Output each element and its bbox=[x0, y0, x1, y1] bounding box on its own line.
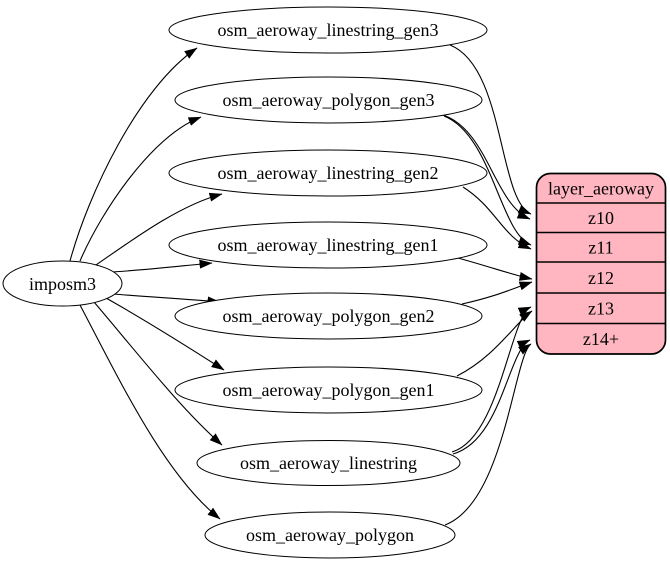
table-ellipse bbox=[174, 76, 483, 124]
edge-imposm3-to-osm_aeroway_linestring_gen3 bbox=[69, 47, 198, 262]
node-osm_aeroway_polygon_gen2: osm_aeroway_polygon_gen2 bbox=[174, 292, 483, 340]
imposm3-label: imposm3 bbox=[29, 274, 96, 294]
edge-osm_aeroway_polygon_gen2-to-z12 bbox=[461, 281, 533, 305]
imposm3-ellipse bbox=[2, 260, 123, 307]
edge-imposm3-to-osm_aeroway_polygon bbox=[79, 304, 221, 520]
node-osm_aeroway_linestring_gen2: osm_aeroway_linestring_gen2 bbox=[168, 149, 488, 197]
table-ellipse bbox=[174, 292, 483, 340]
edge-imposm3-to-osm_aeroway_linestring bbox=[93, 301, 223, 446]
edge-osm_aeroway_linestring_gen3-to-z10 bbox=[449, 44, 532, 215]
node-imposm3: imposm3 bbox=[2, 260, 123, 307]
edge-osm_aeroway_linestring_gen1-to-z12 bbox=[457, 257, 533, 281]
layer-aeroway-box bbox=[535, 172, 667, 355]
table-label: osm_aeroway_linestring_gen1 bbox=[218, 235, 439, 255]
layer-row-z12: z12 bbox=[588, 268, 614, 288]
edge-imposm3-to-osm_aeroway_linestring_gen2 bbox=[95, 192, 223, 266]
edge-osm_aeroway_linestring_gen2-to-z11 bbox=[462, 186, 532, 250]
table-ellipse bbox=[168, 149, 488, 197]
edge-imposm3-to-osm_aeroway_linestring_gen1 bbox=[111, 259, 213, 273]
edges-to-layer-aeroway bbox=[442, 44, 533, 526]
node-osm_aeroway_polygon: osm_aeroway_polygon bbox=[204, 511, 456, 559]
table-ellipse bbox=[174, 366, 483, 414]
table-label: osm_aeroway_polygon_gen3 bbox=[223, 90, 435, 110]
table-label: osm_aeroway_linestring_gen3 bbox=[218, 20, 439, 40]
layer-row-z10: z10 bbox=[588, 208, 614, 228]
edge-osm_aeroway_polygon-to-z14 bbox=[444, 343, 532, 526]
node-layer-aeroway: layer_aeroway z10 z11 z12 z13 z14+ bbox=[535, 172, 667, 355]
node-osm_aeroway_linestring: osm_aeroway_linestring bbox=[196, 440, 461, 486]
edge-imposm3-to-osm_aeroway_polygon_gen3 bbox=[79, 116, 202, 262]
node-osm_aeroway_linestring_gen3: osm_aeroway_linestring_gen3 bbox=[168, 6, 488, 54]
node-osm_aeroway_polygon_gen1: osm_aeroway_polygon_gen1 bbox=[174, 366, 483, 414]
edge-osm_aeroway_linestring-to-z13 bbox=[451, 306, 532, 453]
table-ellipse bbox=[196, 440, 461, 486]
layer-row-z13: z13 bbox=[588, 299, 614, 319]
edge-osm_aeroway_polygon_gen3-to-z11 bbox=[443, 115, 532, 246]
edge-imposm3-to-osm_aeroway_polygon_gen1 bbox=[105, 297, 225, 371]
table-label: osm_aeroway_linestring bbox=[240, 453, 417, 473]
edge-imposm3-to-osm_aeroway_polygon_gen2 bbox=[112, 293, 221, 306]
table-label: osm_aeroway_polygon_gen1 bbox=[223, 380, 435, 400]
node-osm_aeroway_polygon_gen3: osm_aeroway_polygon_gen3 bbox=[174, 76, 483, 124]
edge-osm_aeroway_polygon_gen3-to-z10 bbox=[442, 114, 531, 220]
node-osm_aeroway_linestring_gen1: osm_aeroway_linestring_gen1 bbox=[168, 221, 488, 269]
layer-row-z14: z14+ bbox=[583, 329, 619, 349]
table-label: osm_aeroway_polygon bbox=[246, 525, 414, 545]
table-label: osm_aeroway_linestring_gen2 bbox=[218, 163, 439, 183]
table-ellipse bbox=[168, 221, 488, 269]
edges-from-imposm3 bbox=[69, 47, 225, 520]
layer-row-z11: z11 bbox=[588, 238, 613, 258]
table-label: osm_aeroway_polygon_gen2 bbox=[223, 306, 435, 326]
layer-aeroway-title: layer_aeroway bbox=[548, 179, 654, 199]
table-ellipse bbox=[204, 511, 456, 559]
table-ellipse bbox=[168, 6, 488, 54]
